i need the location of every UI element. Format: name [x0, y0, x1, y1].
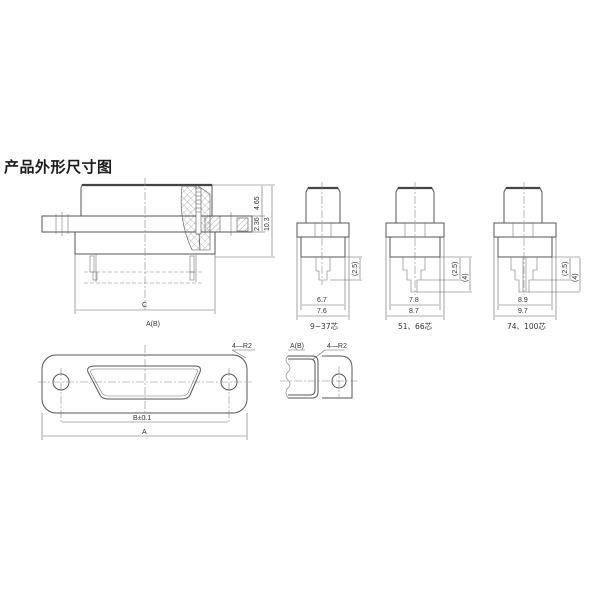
dim-2-36: 2.36: [254, 217, 261, 231]
radius-label: 4—R2: [232, 343, 252, 350]
svg-text:(4): (4): [572, 273, 579, 282]
main-front-view: 4.65 2.36 10.3 C A(B): [41, 178, 275, 328]
detail-radius-label: 4—R2: [327, 343, 347, 350]
side-view-9-37: 6.7 7.6 (2.5) 9~37芯: [296, 182, 362, 331]
length-label: A: [142, 429, 147, 436]
page-title: 产品外形尺寸图: [4, 158, 113, 176]
svg-text:(4): (4): [462, 273, 469, 282]
svg-text:8.9: 8.9: [518, 297, 528, 304]
svg-text:6.7: 6.7: [317, 297, 327, 304]
dim-c: C: [142, 302, 147, 309]
side-view-74-100: 8.9 9.7 (2.5) (4) 74、100芯: [493, 182, 581, 331]
svg-text:(2.5): (2.5): [352, 262, 359, 276]
svg-text:9.7: 9.7: [518, 308, 528, 315]
detail-view-a: A(B) 4—R2: [280, 343, 358, 399]
flange-top-view: 4—R2 B±0.1 A: [38, 343, 255, 440]
svg-text:7.6: 7.6: [317, 308, 327, 315]
svg-text:7.8: 7.8: [409, 297, 419, 304]
svg-text:(2.5): (2.5): [452, 262, 459, 276]
dim-10-3: 10.3: [264, 217, 271, 231]
caption: 74、100芯: [507, 321, 546, 331]
svg-text:(2.5): (2.5): [562, 262, 569, 276]
caption: 9~37芯: [310, 321, 339, 331]
caption: 51、66芯: [398, 321, 433, 331]
side-view-51-66: 7.8 8.7 (2.5) (4) 51、66芯: [385, 182, 472, 331]
hole-spacing-label: B±0.1: [133, 415, 151, 422]
svg-text:8.7: 8.7: [409, 308, 419, 315]
detail-label: A(B): [290, 343, 304, 350]
dim-4-65: 4.65: [254, 196, 261, 210]
section-label: A(B): [146, 321, 160, 328]
